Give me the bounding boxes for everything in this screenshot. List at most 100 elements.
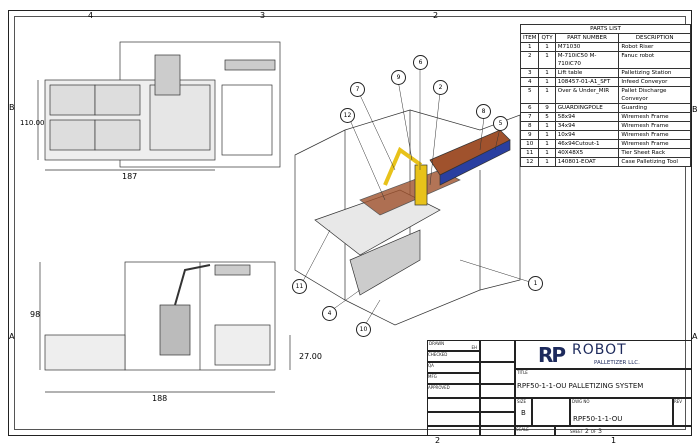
blank-cell	[532, 398, 570, 426]
zone-bottom-1: 1	[611, 436, 617, 445]
checked-label: CHECKED	[428, 352, 448, 357]
inner-border	[14, 16, 686, 430]
cell-description: Tier Sheet Rack	[618, 148, 691, 158]
cell-item: 9	[519, 130, 540, 140]
size-label: SIZE	[517, 399, 526, 404]
zone-top-2: 2	[433, 11, 439, 20]
rev-cell: REV	[673, 398, 692, 426]
cell-qty: 1	[538, 139, 556, 149]
sheet-number: 2	[584, 428, 589, 435]
cell-part-number: M71030	[554, 42, 620, 52]
zone-top-4: 4	[88, 11, 94, 20]
dim-front-height: 98	[30, 310, 41, 319]
cell-item: 1	[519, 42, 540, 52]
blank-cell	[427, 398, 480, 412]
cell-part-number: Over & Under_MIR	[554, 86, 620, 104]
parts-list-title: PARTS LIST	[520, 24, 691, 34]
balloon-5: 5	[493, 116, 508, 131]
cell-item: 2	[519, 51, 540, 69]
scale-label: SCALE	[516, 427, 529, 432]
title-cell: TITLE RPF50-1-1-OU PALLETIZING SYSTEM	[515, 369, 692, 398]
cell-part-number: 108457-01-A1_SFT	[554, 77, 620, 87]
header-item: ITEM	[519, 33, 540, 43]
cell-part-number: 40X48X5	[554, 148, 620, 158]
sheet-border	[8, 10, 692, 436]
cell-qty: 9	[538, 103, 556, 113]
rev-label: REV	[674, 399, 683, 404]
header-qty: QTY	[538, 33, 556, 43]
cell-part-number: 34x94	[554, 121, 620, 131]
dwg-no-value: RPF50-1-1-OU	[573, 415, 623, 423]
cell-item: 4	[519, 77, 540, 87]
dwg-no-label: DWG NO	[572, 399, 590, 404]
balloon-leaders	[301, 65, 531, 326]
header-part-number: PART NUMBER	[554, 33, 620, 43]
dim-top-width: 187	[122, 172, 138, 181]
header-description: DESCRIPTION	[618, 33, 691, 43]
zone-top-3: 3	[260, 11, 266, 20]
cell-description: Pallet Discharge Conveyor	[618, 86, 691, 104]
cell-part-number: Lift table	[554, 68, 620, 78]
cell-item: 7	[519, 112, 540, 122]
sheet-info: SHEET 2 OF 3	[570, 428, 602, 435]
zone-left-a: A	[9, 332, 15, 341]
isometric-view	[294, 109, 521, 326]
logo-text: ROBOT	[572, 342, 627, 358]
cell-part-number: 58x94	[554, 112, 620, 122]
dim-front-width: 188	[152, 394, 168, 403]
size-value: B	[521, 409, 526, 417]
cell-qty: 1	[538, 157, 556, 167]
cell-description: Wiremesh Frame	[618, 112, 691, 122]
cell-description: Palletizing Station	[618, 68, 691, 78]
balloon-1: 1	[528, 276, 543, 291]
cell-qty: 1	[538, 51, 556, 69]
zone-right-b: B	[692, 105, 698, 114]
drawn-cell: DRAWN EH	[427, 340, 480, 351]
balloon-9: 9	[391, 70, 406, 85]
blank-cell	[480, 412, 515, 426]
balloon-12: 12	[340, 108, 355, 123]
cell-description: Wiremesh Frame	[618, 139, 691, 149]
cell-part-number: 140801-EOAT	[554, 157, 620, 167]
blank-cell	[480, 362, 515, 384]
cell-description: Infeed Conveyor	[618, 77, 691, 87]
dim-front-side: 27.00	[299, 352, 322, 361]
cell-qty: 1	[538, 77, 556, 87]
balloon-6: 6	[413, 55, 428, 70]
cell-qty: 1	[538, 130, 556, 140]
cell-item: 12	[519, 157, 540, 167]
zone-bottom-2: 2	[435, 436, 441, 445]
cell-qty: 1	[538, 121, 556, 131]
checked-cell: CHECKED	[427, 351, 480, 362]
balloon-7: 7	[350, 82, 365, 97]
cell-qty: 1	[538, 148, 556, 158]
blank-cell	[480, 398, 515, 412]
cell-description: Fanuc robot	[618, 51, 691, 69]
cell-item: 5	[519, 86, 540, 104]
cell-item: 3	[519, 68, 540, 78]
top-view	[37, 41, 281, 171]
front-view	[39, 261, 291, 393]
cell-part-number: M-710iC50 M-710iC70	[554, 51, 620, 69]
cell-part-number: 10x94	[554, 130, 620, 140]
approved-cell: APPROVED	[427, 384, 480, 398]
drawing-title: RPF50-1-1-OU PALLETIZING SYSTEM	[517, 382, 644, 390]
drawn-by: EH	[471, 345, 477, 350]
cell-description: Wiremesh Frame	[618, 130, 691, 140]
blank-cell	[427, 426, 480, 436]
size-cell: SIZE B	[515, 398, 532, 426]
drawn-label: DRAWN	[429, 341, 445, 346]
balloon-11: 11	[292, 279, 307, 294]
